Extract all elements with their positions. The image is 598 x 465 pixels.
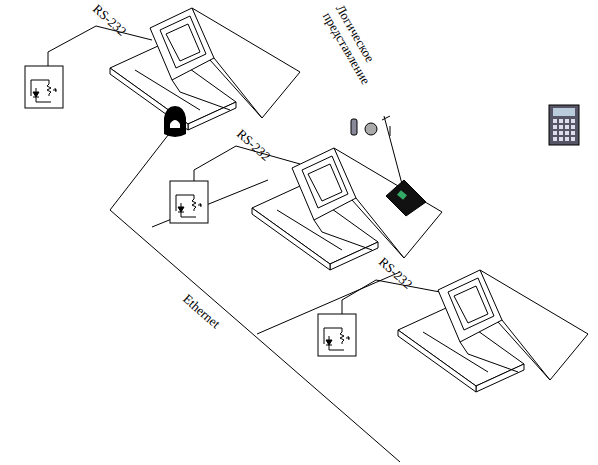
leader-line: [384, 116, 402, 184]
signal-label: RS-232: [234, 126, 274, 164]
logical-device: [386, 180, 426, 216]
interface-module: [170, 181, 208, 223]
calculator-icon: [549, 105, 579, 145]
interface-module: [318, 314, 356, 356]
interface-module: [25, 66, 63, 108]
computer: [110, 8, 300, 130]
view-label: Логическое представление: [320, 2, 394, 100]
computer: [398, 270, 588, 392]
signal-label: RS-232: [376, 254, 416, 292]
toolbar-icons: [351, 116, 390, 136]
signal-label: RS-232: [90, 1, 130, 39]
network-adapter: [164, 106, 186, 137]
signal-label: Ethernet: [180, 291, 223, 331]
computer: [252, 148, 442, 270]
